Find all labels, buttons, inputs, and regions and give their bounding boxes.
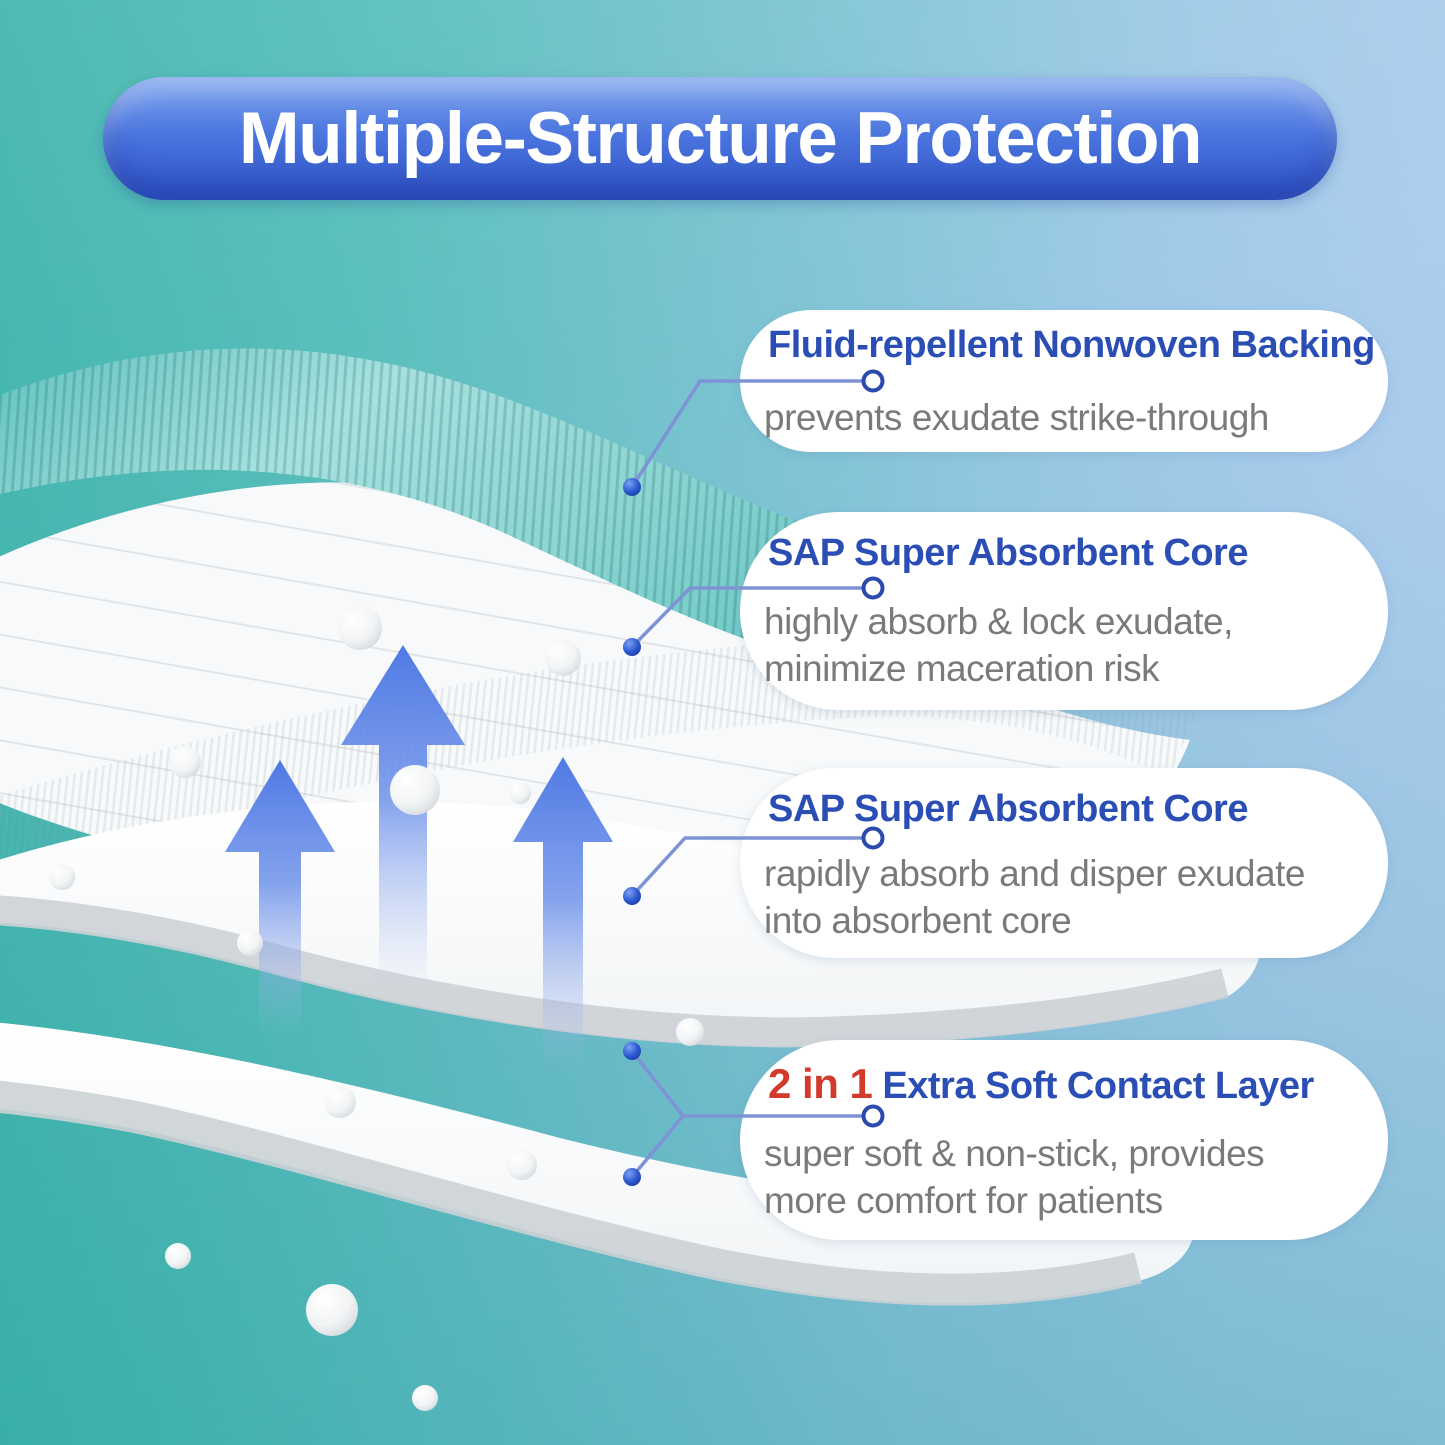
callout-description: highly absorb & lock exudate, minimize m… (764, 598, 1233, 692)
description-line: prevents exudate strike-through (764, 397, 1269, 438)
arrow-up-icon (513, 757, 613, 1072)
description-line: into absorbent core (764, 900, 1072, 941)
callout-sap-core-upper: SAP Super Absorbent Core highly absorb &… (740, 512, 1388, 710)
callout-fluid-repellent-backing: Fluid-repellent Nonwoven Backing prevent… (740, 310, 1388, 452)
callout-title: SAP Super Absorbent Core (768, 788, 1248, 830)
callout-title-text: Extra Soft Contact Layer (882, 1065, 1314, 1107)
description-line: minimize maceration risk (764, 648, 1160, 689)
arrow-up-icon (225, 760, 335, 1035)
upper-wave-layer (0, 801, 1262, 1048)
description-line: super soft & non-stick, provides (764, 1133, 1265, 1174)
page-title-text: Multiple-Structure Protection (238, 98, 1203, 179)
callout-title: Fluid-repellent Nonwoven Backing (768, 324, 1375, 366)
callout-description: prevents exudate strike-through (764, 394, 1269, 441)
description-line: more comfort for patients (764, 1180, 1163, 1221)
description-line: rapidly absorb and disper exudate (764, 853, 1305, 894)
callout-description: super soft & non-stick, provides more co… (764, 1130, 1265, 1224)
description-line: highly absorb & lock exudate, (764, 601, 1233, 642)
absorption-arrows (225, 645, 613, 1072)
callout-description: rapidly absorb and disper exudate into a… (764, 850, 1305, 944)
callout-title: SAP Super Absorbent Core (768, 532, 1248, 574)
arrow-up-icon (341, 645, 465, 990)
page-title: Multiple-Structure Protection (103, 77, 1337, 200)
droplet-spheres (49, 606, 704, 1411)
callout-title-highlight: 2 in 1 (768, 1060, 873, 1107)
callout-sap-core-lower: SAP Super Absorbent Core rapidly absorb … (740, 768, 1388, 958)
